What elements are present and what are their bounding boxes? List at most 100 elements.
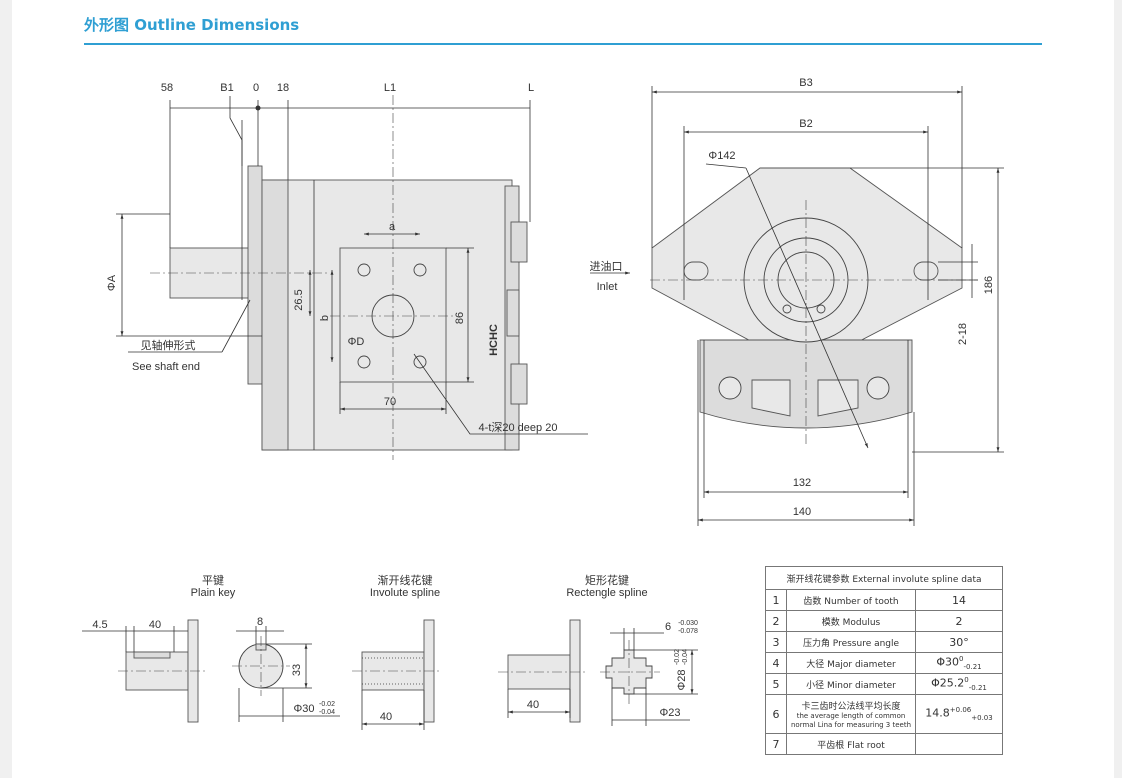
dim-6: 6 — [665, 621, 671, 633]
phi142-leader — [705, 163, 747, 169]
tol-up: +0.06 — [949, 706, 972, 715]
dim-86: 86 — [454, 312, 466, 324]
plain-key-title-en: Plain key — [191, 587, 236, 599]
mount-hole-right — [866, 376, 890, 400]
dim-b2: B2 — [799, 118, 812, 130]
dim-40-rs: 40 — [527, 699, 539, 711]
row-no: 7 — [765, 733, 787, 755]
tol-6-up: -0.030 — [678, 620, 698, 627]
dim-phi-a: ΦA — [106, 274, 118, 291]
bore-pin — [782, 304, 792, 314]
shaft-note-en: See shaft end — [132, 361, 200, 373]
row-no: 5 — [765, 673, 787, 695]
table-row: 4 大径 Major diameter Φ300-0.21 — [765, 652, 1003, 674]
slot-left — [683, 261, 709, 281]
table-row: 1 齿数 Number of tooth 14 — [765, 589, 1003, 611]
bolt-hole — [357, 263, 371, 277]
row-param: 压力角 Pressure angle — [786, 631, 916, 653]
dim-phi142: Φ142 — [708, 150, 735, 162]
row-param-en: the average length of common normal Lina… — [790, 711, 912, 729]
shaft-note-cn: 见轴伸形式 — [141, 338, 196, 352]
table-row: 2 模数 Modulus 2 — [765, 610, 1003, 632]
row-no: 1 — [765, 589, 787, 611]
tol-6-dn: -0.078 — [678, 628, 698, 635]
dim-phi-d: ΦD — [348, 336, 365, 348]
dim-132: 132 — [793, 477, 811, 489]
bolt-lower — [510, 363, 528, 405]
tol-up: 0 — [959, 655, 964, 664]
dim-4-5: 4.5 — [92, 619, 107, 631]
table-row: 3 压力角 Pressure angle 30° — [765, 631, 1003, 653]
tol-dn: -0.21 — [968, 683, 987, 692]
value-main: Φ25.2 — [931, 676, 965, 690]
tol-dn: -0.21 — [963, 662, 982, 671]
table-row: 7 平齿根 Flat root — [765, 733, 1003, 755]
dim-l1: L1 — [384, 82, 396, 94]
zero-datum-dot — [255, 105, 261, 111]
dim-b1: B1 — [220, 82, 233, 94]
shaft-note-leader — [221, 299, 251, 353]
dim-l: L — [528, 82, 534, 94]
row-param: 大径 Major diameter — [786, 652, 916, 674]
row-no: 6 — [765, 694, 787, 734]
table-title: 渐开线花键参数 External involute spline data — [765, 566, 1003, 590]
row-no: 2 — [765, 610, 787, 632]
side-lug — [506, 289, 520, 337]
tol-phi28-up: -0.02 — [674, 649, 681, 665]
thread-note: 4-t深20 deep 20 — [479, 421, 558, 434]
dim-40-pk: 40 — [149, 619, 161, 631]
plain-key-keyway — [133, 651, 171, 659]
table-row: 5 小径 Minor diameter Φ25.20-0.21 — [765, 673, 1003, 695]
row-value: 14 — [915, 589, 1003, 611]
row-value — [915, 733, 1003, 755]
dim-140: 140 — [793, 506, 811, 518]
dim-8: 8 — [257, 616, 263, 628]
tol-up: 0 — [964, 676, 969, 685]
value-main: 14.8 — [925, 706, 950, 720]
tol-dn: +0.03 — [971, 713, 993, 722]
dim-70: 70 — [384, 396, 396, 408]
bolt-hole — [357, 355, 371, 369]
bolt-hole — [413, 263, 427, 277]
window-right — [817, 379, 859, 417]
spline-data-table: 渐开线花键参数 External involute spline data 1 … — [765, 566, 1003, 755]
row-param: 模数 Modulus — [786, 610, 916, 632]
involute-title-en: Involute spline — [370, 587, 440, 599]
row-param: 平齿根 Flat root — [786, 733, 916, 755]
mount-hole-left — [718, 376, 742, 400]
rect-spline-title-en: Rectengle spline — [566, 587, 647, 599]
mount-flange — [247, 165, 263, 385]
dim-33: 33 — [291, 664, 303, 676]
dim-phi23: Φ23 — [659, 707, 680, 719]
row-no: 4 — [765, 652, 787, 674]
thread-note-leader — [413, 353, 588, 435]
window-left — [751, 379, 791, 417]
shaft-ends: 平键 Plain key 4.5 40 8 33 Φ30 -0.02 -0.04… — [82, 573, 698, 730]
dim-line-phi142 — [745, 167, 869, 449]
tol-phi30-dn: -0.04 — [319, 709, 335, 716]
front-cover — [261, 179, 289, 451]
bore-pin — [816, 304, 826, 314]
inlet-label-en: Inlet — [597, 281, 618, 293]
rect-spline-flange — [569, 619, 581, 723]
table-header-row: 渐开线花键参数 External involute spline data — [765, 566, 1003, 590]
dim-40-inv: 40 — [380, 711, 392, 723]
value-main: Φ30 — [936, 655, 960, 669]
page-title: 外形图 Outline Dimensions — [84, 16, 300, 34]
dim-phi30-pk: Φ30 — [293, 703, 314, 715]
plain-key-title-cn: 平键 — [202, 573, 224, 587]
row-value: 30° — [915, 631, 1003, 653]
dim-26-5: 26.5 — [293, 289, 305, 310]
inlet-label-cn: 进油口 — [590, 259, 623, 273]
dim-a: a — [389, 221, 396, 233]
dim-b: b — [319, 315, 331, 321]
brand-mark: HCHC — [488, 324, 500, 356]
b1-leader — [229, 96, 243, 166]
dim-186: 186 — [983, 276, 995, 294]
dim-0: 0 — [253, 82, 259, 94]
row-value: 14.8+0.06+0.03 — [915, 694, 1003, 734]
dim-58: 58 — [161, 82, 173, 94]
side-view: 58 B1 0 18 L1 L ΦA a 26.5 b ΦD 86 70 HCH… — [106, 82, 588, 460]
